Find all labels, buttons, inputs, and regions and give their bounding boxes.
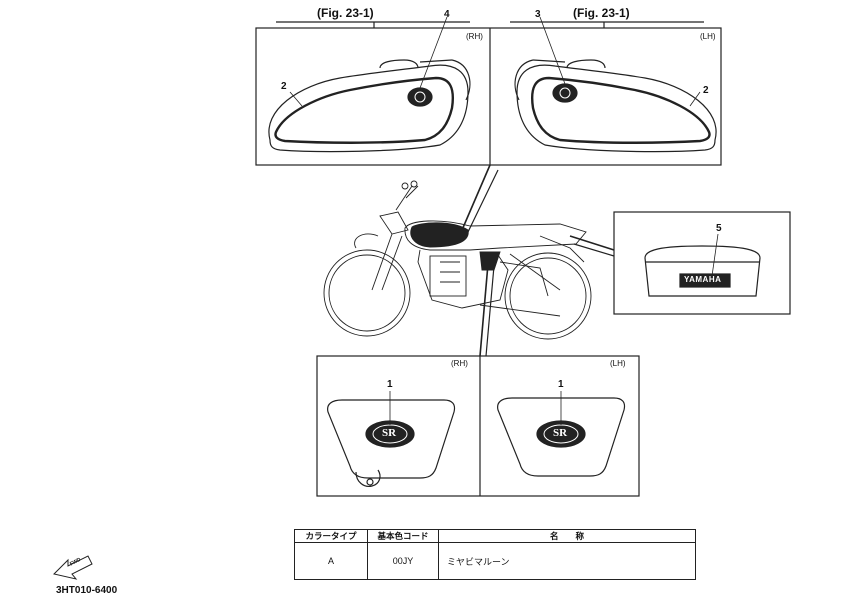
table-cell-color-code: 00JY	[367, 542, 439, 580]
tank-emblem-rh	[407, 87, 433, 107]
fig-ref-bracket-left	[276, 21, 470, 28]
fig-ref-left: (Fig. 23-1)	[317, 6, 374, 20]
table-header-color-type: カラータイプ	[294, 529, 368, 543]
connector-rear	[569, 235, 615, 251]
color-spec-table: カラータイプ 基本色コード 名 称 A 00JY ミヤビマルーン	[294, 529, 696, 580]
leader-lh-emblem	[539, 16, 566, 85]
side-label-cover-lh: (LH)	[610, 359, 626, 368]
side-label-tank-rh: (RH)	[466, 32, 483, 41]
fig-ref-right: (Fig. 23-1)	[573, 6, 630, 20]
side-cover-rh-drawing	[327, 399, 456, 487]
fig-ref-bracket-right	[510, 21, 704, 28]
connector-tank	[461, 164, 491, 231]
tank-panel-box	[255, 27, 722, 166]
callout-tank-lh-stripe: 2	[703, 85, 709, 96]
callout-cover-lh-emblem: 1	[558, 379, 564, 390]
side-cover-panel-box	[316, 355, 640, 497]
rear-emblem-text: YAMAHA	[684, 275, 722, 284]
leader-rh-emblem	[419, 16, 448, 89]
table-row: A 00JY ミヤビマルーン	[294, 542, 696, 580]
connector-side-cover	[479, 263, 489, 357]
callout-rear-emblem: 5	[716, 223, 722, 234]
table-header-name: 名 称	[438, 529, 696, 543]
table-header-row: カラータイプ 基本色コード 名 称	[294, 529, 696, 543]
leader-rh-stripe	[289, 91, 303, 107]
table-cell-color-type: A	[294, 542, 368, 580]
side-label-cover-rh: (RH)	[451, 359, 468, 368]
side-cover-lh-drawing	[497, 397, 626, 477]
fwd-arrow-icon	[53, 555, 93, 580]
fuel-tank-rh-drawing	[268, 59, 471, 153]
callout-tank-rh-stripe: 2	[281, 81, 287, 92]
rear-tail-drawing	[644, 245, 761, 297]
callout-tank-lh-emblem: 3	[535, 9, 541, 20]
side-label-tank-lh: (LH)	[700, 32, 716, 41]
leader-rear-emblem	[711, 233, 719, 277]
part-code: 3HT010-6400	[56, 585, 118, 596]
callout-tank-rh-emblem: 4	[444, 9, 450, 20]
leader-lh-stripe	[689, 91, 701, 107]
table-header-base-color-code: 基本色コード	[367, 529, 439, 543]
callout-cover-rh-emblem: 1	[387, 379, 393, 390]
side-cover-rh-emblem-text: SR	[382, 427, 397, 439]
side-cover-lh-emblem-text: SR	[553, 427, 568, 439]
tank-emblem-lh	[552, 83, 578, 103]
fuel-tank-lh-drawing	[514, 59, 717, 153]
motorcycle-drawing	[323, 180, 592, 340]
table-cell-color-name: ミヤビマルーン	[438, 542, 696, 580]
rear-emblem-box	[613, 211, 791, 315]
